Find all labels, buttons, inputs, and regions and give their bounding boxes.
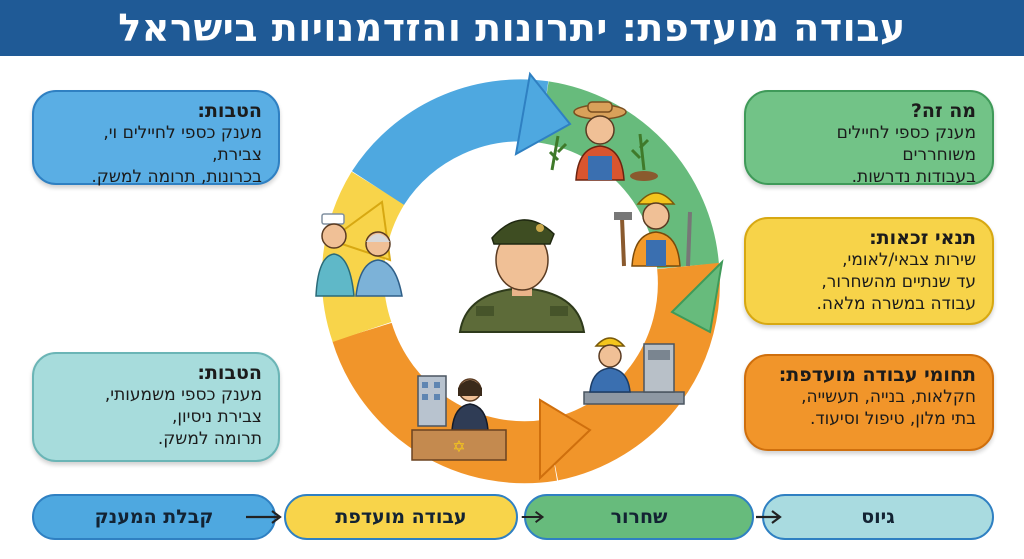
card-title: מה זה?	[910, 100, 976, 122]
card-eligibility: תנאי זכאות: שירות צבאי/לאומי, עד שנתיים …	[744, 217, 994, 325]
card-title: תחומי עבודה מועדפת:	[778, 364, 976, 386]
card-line: בעבודות נדרשות.	[851, 167, 976, 187]
office-clerk-icon: ✡	[411, 375, 507, 461]
ring-segment-blue	[351, 79, 549, 206]
card-line: שירות צבאי/לאומי,	[842, 250, 976, 270]
ring-segment-yellow	[321, 171, 405, 343]
card-title: הטבות:	[197, 362, 262, 384]
card-title: הטבות:	[197, 100, 262, 122]
title-banner: עבודה מועדפת: יתרונות והזדמנויות בישראל	[0, 0, 1024, 56]
flow-arrow-icon	[756, 510, 782, 524]
cycle-arrow-green	[670, 259, 724, 334]
flow-arrow-icon	[521, 511, 545, 523]
card-line: חקלאות, בנייה, תעשייה,	[801, 387, 976, 407]
cycle-diagram: ✡	[315, 71, 724, 484]
flow-step-enlistment: גיוס	[762, 494, 994, 540]
card-line: מענק כספי לחיילים וי, צבירת,	[103, 123, 262, 165]
flow-step-grant: קבלת המענק	[32, 494, 276, 540]
page-title: עבודה מועדפת: יתרונות והזדמנויות בישראל	[118, 6, 906, 50]
factory-worker-icon	[583, 337, 685, 405]
card-work-fields: תחומי עבודה מועדפת: חקלאות, בנייה, תעשיי…	[744, 354, 994, 451]
cycle-arrow-blue	[514, 71, 572, 156]
soldier-icon	[458, 219, 586, 333]
card-line: עד שנתיים מהשחרור,	[821, 272, 976, 292]
card-line: מענק כספי משמעותי,	[104, 385, 262, 405]
card-line: צבירת ניסיון,	[172, 407, 262, 427]
flow-step-release: שחרור	[524, 494, 754, 540]
card-what-is-it: מה זה? מענק כספי לחיילים משוחררים בעבודו…	[744, 90, 994, 187]
farmer-icon	[548, 101, 658, 181]
caregiver-icon	[315, 213, 403, 297]
card-title: תנאי זכאות:	[869, 227, 976, 249]
cycle-arrow-orange	[539, 398, 592, 481]
flow-step-preferred-work: עבודה מועדפת	[284, 494, 518, 540]
card-benefits-bottom: הטבות: מענק כספי משמעותי, צבירת ניסיון, …	[32, 352, 280, 462]
card-line: בכרונות, תרומה למשק.	[91, 167, 262, 187]
card-line: תרומה למשק.	[157, 429, 262, 449]
construction-worker-icon	[614, 192, 692, 267]
svg-text:✡: ✡	[452, 437, 465, 456]
flow-arrow-icon	[246, 510, 282, 524]
card-benefits-top: הטבות: מענק כספי לחיילים וי, צבירת, בכרו…	[32, 90, 280, 187]
card-line: בתי מלון, טיפול וסיעוד.	[809, 409, 976, 429]
card-line: מענק כספי לחיילים משוחררים	[836, 123, 976, 165]
card-line: עבודה במשרה מלאה.	[816, 294, 977, 314]
